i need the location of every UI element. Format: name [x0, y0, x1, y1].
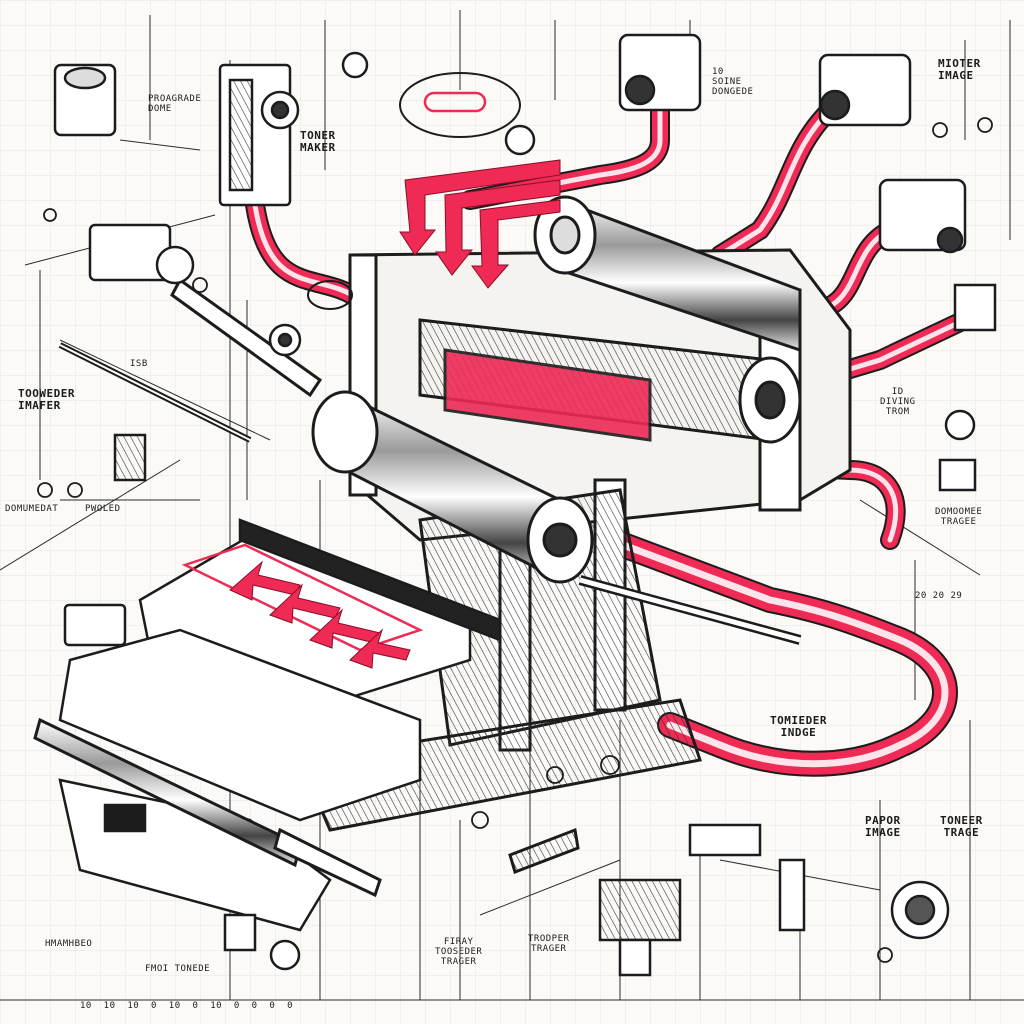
label-toneer-trage: TONEER TRAGE: [940, 814, 983, 840]
label-papor-image: PAPOR IMAGE: [865, 814, 901, 840]
label-soine-dongede: 10 SOINE DONGEDE: [712, 67, 754, 97]
label-diving-trom: ID DIVING TROM: [880, 387, 916, 417]
label-toner-maker: TONER MAKER: [300, 129, 336, 155]
label-trodper-trager: TRODPER TRAGER: [528, 934, 570, 954]
label-proagrade-dome: PROAGRADE DOME: [148, 94, 202, 114]
top-roller: [533, 195, 802, 353]
label-mioter-image: MIOTER IMAGE: [938, 57, 981, 83]
paper-sheets: [58, 518, 502, 932]
label-pwoled: PWOLED: [85, 504, 121, 514]
middle-roller: [418, 318, 802, 444]
label-firay-toosederr-trager: FIRAY TOOSEDER TRAGER: [435, 937, 483, 967]
components: [53, 33, 997, 977]
feed-arrows: [399, 159, 561, 289]
front-roller: [311, 390, 802, 645]
label-fmoi-tonede: FMOI TONEDE: [145, 964, 211, 974]
label-bottom-dimension-numbers: 10 10 10 0 10 0 10 0 0 0 0: [80, 1001, 294, 1011]
label-right-numbers: 20 20 29: [915, 591, 963, 601]
label-isb: ISB: [130, 359, 148, 369]
label-domumedat: DOMUMEDAT: [5, 504, 59, 514]
paper-direction-arrows: [229, 560, 411, 669]
label-hmamhbeo: HMAMHBEO: [45, 939, 93, 949]
label-tomieder-indge: TOMIEDER INDGE: [770, 714, 827, 740]
label-tooweder-imafer: TOOWEDER IMAFER: [18, 387, 75, 413]
label-domoomee-tragee: DOMOOMEE TRAGEE: [935, 507, 983, 527]
bottom-roller: [33, 717, 580, 898]
callout-circles: [37, 117, 993, 963]
